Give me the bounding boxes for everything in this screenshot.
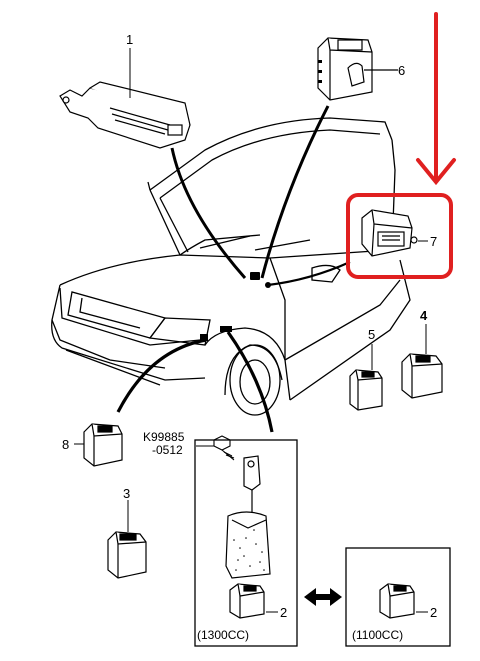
part-4-relay	[401, 353, 443, 399]
inset-1300cc	[194, 439, 298, 647]
engine-label-1300cc: (1300CC)	[197, 628, 249, 642]
highlight-box	[346, 193, 453, 279]
part-1-control-unit	[59, 81, 191, 149]
callout-1: 1	[126, 32, 133, 47]
callout-8: 8	[62, 437, 69, 452]
part-8-relay	[83, 423, 123, 467]
leader-lines	[116, 105, 351, 433]
part-2-relay-1100cc	[379, 583, 415, 619]
callout-6: 6	[398, 63, 405, 78]
sensor-bracket	[225, 455, 271, 579]
callout-3: 3	[123, 486, 130, 501]
car-body	[51, 117, 411, 416]
part-6-relay-block	[317, 37, 398, 101]
engine-label-1100cc: (1100CC)	[352, 628, 403, 642]
inset-1100cc	[345, 547, 451, 647]
part-3-relay	[107, 531, 147, 579]
connector-points	[200, 272, 271, 341]
part-number-line2: -0512	[152, 443, 183, 457]
part-2-relay-1300cc	[229, 583, 265, 619]
callout-2a: 2	[280, 605, 287, 620]
callout-2b: 2	[430, 605, 437, 620]
callout-4: 4	[420, 308, 428, 323]
part-7-module	[361, 209, 418, 257]
callout-7: 7	[430, 234, 437, 249]
part-5-relay	[349, 369, 383, 411]
arrow-down-icon	[416, 12, 456, 186]
part-number-line1: K99885	[143, 430, 185, 444]
double-arrow-icon	[304, 588, 342, 606]
callout-5: 5	[368, 327, 375, 342]
